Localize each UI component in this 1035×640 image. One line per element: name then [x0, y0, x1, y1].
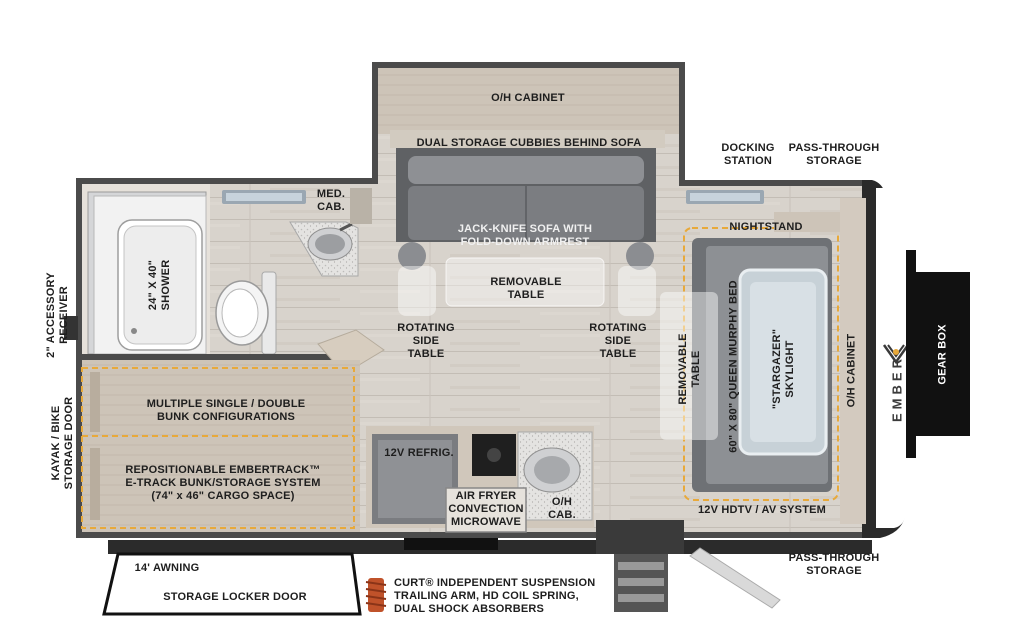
label-shower: 24" X 40"SHOWER [147, 259, 172, 311]
label-oh-cabinet-right: O/H CABINET [845, 333, 858, 408]
label-oh-cabinet-top: O/H CABINET [491, 92, 565, 104]
stove-icon [472, 434, 516, 476]
sofa-area [378, 68, 679, 316]
bathroom [82, 184, 372, 356]
label-murphy-bed: 60" X 80" QUEEN MURPHY BED [727, 280, 740, 453]
bedroom [660, 190, 866, 524]
coil-spring-icon [365, 578, 387, 612]
bath-sink-icon [289, 221, 359, 277]
shower-drain-icon [131, 328, 137, 334]
label-skylight: "STARGAZER"SKYLIGHT [771, 328, 796, 410]
label-storage-locker: STORAGE LOCKER DOOR [163, 591, 307, 603]
label-gear-box: GEAR BOX [936, 324, 949, 385]
front-cap [862, 180, 910, 538]
entry-steps-icon [614, 554, 668, 612]
chassis [102, 520, 872, 616]
label-awning: 14' AWNING [134, 562, 200, 574]
cargo-area [81, 360, 360, 532]
label-med-cab: MED.CAB. [316, 188, 346, 213]
ember-logo-text: EMBER [889, 355, 905, 422]
label-hdtv: 12V HDTV / AV SYSTEM [697, 504, 827, 516]
label-dual-storage: DUAL STORAGE CUBBIES BEHIND SOFA [416, 137, 642, 149]
label-refrig: 12V REFRIG. [384, 447, 454, 459]
label-nightstand: NIGHTSTAND [729, 221, 803, 233]
toilet-icon [215, 271, 277, 355]
kitchen-sink-icon [517, 431, 593, 521]
kitchen [366, 426, 594, 533]
gear-box [906, 250, 970, 458]
ember-logo-icon [882, 344, 910, 365]
